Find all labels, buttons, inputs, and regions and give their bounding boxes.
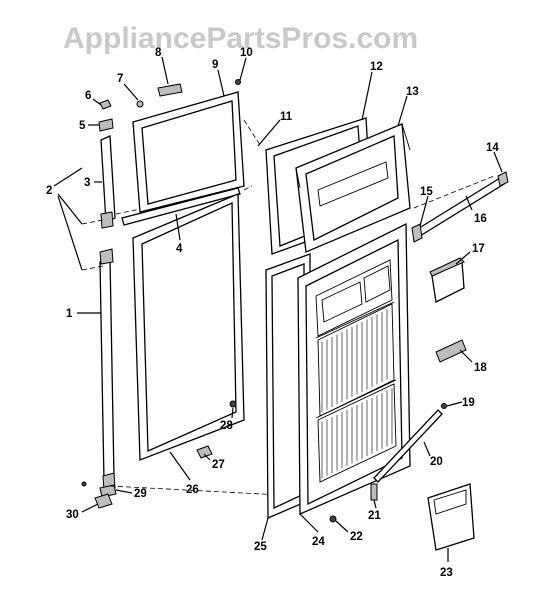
part-20-rail (373, 409, 443, 483)
part-10-screw (235, 79, 241, 85)
part-15-end-cap (411, 223, 423, 243)
callout-5: 5 (79, 120, 86, 132)
liner-hatching (321, 388, 393, 478)
callout-23: 23 (440, 567, 453, 579)
callout-12: 12 (370, 61, 383, 73)
callout-15: 15 (420, 186, 433, 198)
part-24-fresh-food-liner (297, 222, 411, 515)
callout-29: 29 (134, 488, 147, 500)
part-8-handle-insert (157, 83, 183, 97)
callout-9: 9 (212, 59, 218, 71)
part-29-hinge (99, 484, 117, 498)
callout-28: 28 (220, 420, 233, 432)
callout-8: 8 (155, 47, 162, 59)
part-6-screw (99, 99, 112, 110)
callout-25: 25 (254, 541, 267, 553)
part-22-screw (329, 515, 337, 523)
part-21-spring (370, 483, 378, 501)
part-1-lower-trim (99, 248, 116, 491)
callout-19: 19 (462, 397, 475, 409)
guide-line (81, 265, 104, 271)
callout-22: 22 (350, 531, 363, 543)
callout-16: 16 (474, 213, 487, 225)
callout-1: 1 (66, 308, 73, 320)
callout-7: 7 (117, 73, 123, 85)
guide-line (413, 175, 495, 209)
callout-27: 27 (212, 459, 225, 471)
part-3-upper-trim (100, 135, 116, 229)
callout-4: 4 (176, 243, 183, 255)
part-17-door-bin (429, 257, 465, 303)
watermark-logo: AppliancePartsPros.com (63, 22, 418, 55)
part-23-dairy-bin (427, 483, 475, 551)
guide-line (115, 208, 141, 215)
part-14-end-cap (497, 171, 509, 187)
part-27-bracket (196, 445, 213, 459)
part-19-screw (441, 403, 447, 409)
callout-6: 6 (85, 90, 91, 102)
guide-line (243, 119, 261, 146)
callout-20: 20 (430, 456, 443, 468)
callout-24: 24 (312, 536, 325, 548)
guide-line (81, 219, 104, 225)
callout-18: 18 (474, 362, 487, 374)
callout-14: 14 (486, 142, 499, 154)
callout-labels: 1 2 3 4 5 6 7 8 9 10 11 12 13 14 15 16 1… (46, 47, 499, 579)
callout-17: 17 (472, 243, 485, 255)
guide-line (243, 185, 253, 191)
callout-2: 2 (46, 185, 52, 197)
part-13-freezer-door-liner (295, 123, 411, 253)
leader-lines (53, 56, 503, 562)
callout-30: 30 (66, 509, 79, 521)
part-7-plug (136, 100, 144, 108)
liner-hatching (321, 309, 388, 412)
callout-3: 3 (84, 177, 90, 189)
callout-21: 21 (368, 510, 381, 522)
callout-10: 10 (240, 47, 253, 59)
part-18-retainer (435, 339, 467, 363)
part-26-fresh-food-gasket (132, 193, 245, 461)
part-4-divider-strip (121, 187, 241, 226)
callout-13: 13 (406, 86, 419, 98)
callout-11: 11 (280, 111, 293, 123)
part-9-freezer-gasket (132, 91, 245, 213)
part-5-hinge-cap (98, 118, 114, 132)
part-28-plug (229, 400, 237, 408)
callout-26: 26 (186, 484, 199, 496)
